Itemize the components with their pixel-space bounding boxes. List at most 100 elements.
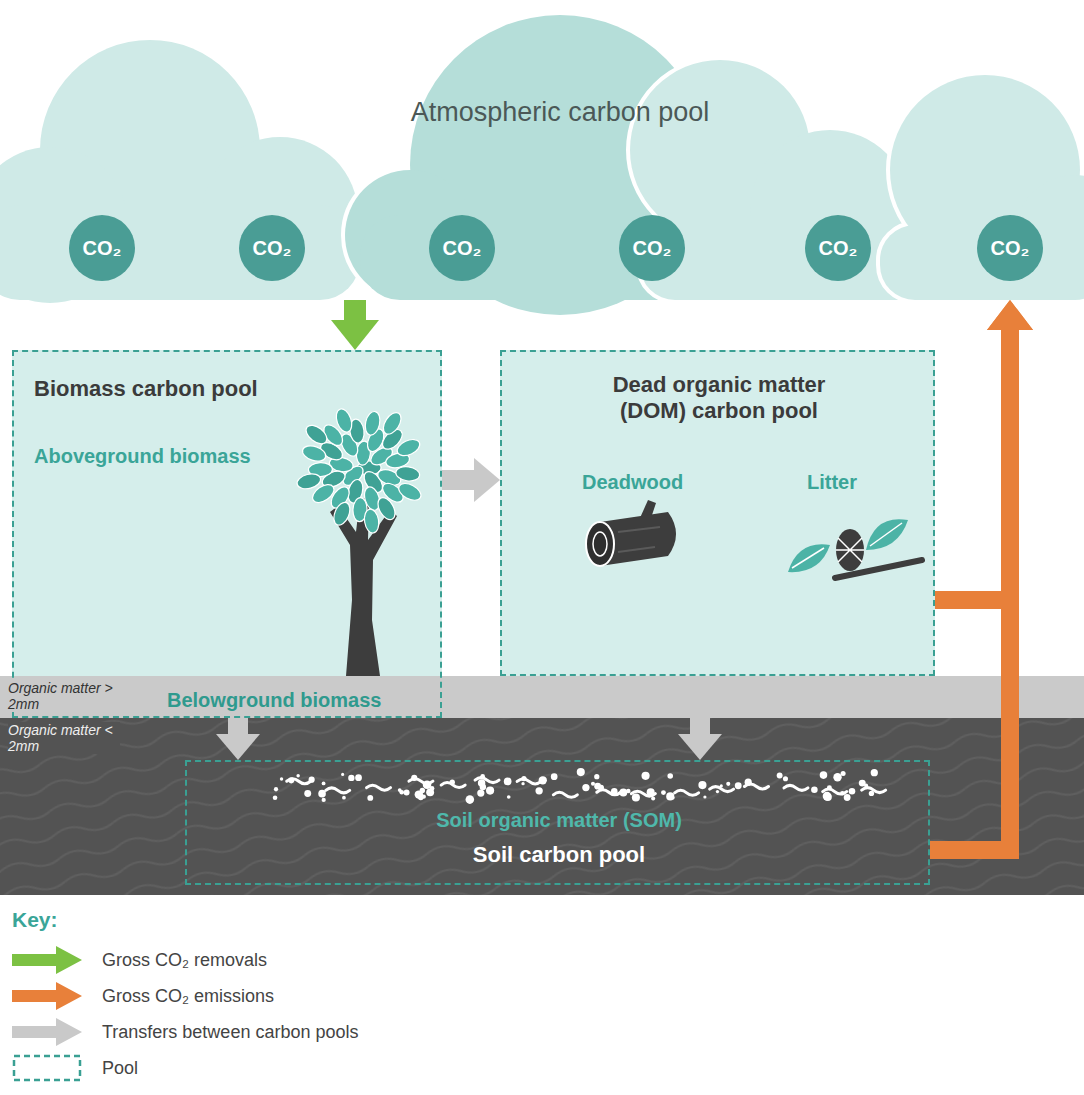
soil-particles — [726, 782, 730, 786]
soil-particles — [409, 779, 433, 784]
deadwood-log — [618, 527, 660, 552]
soil-particles — [367, 795, 373, 801]
soil-particles — [849, 788, 856, 795]
pool-title: Soil carbon pool — [359, 842, 759, 868]
soil-particles — [744, 784, 768, 789]
soil-particles — [698, 781, 706, 789]
co2-circle: CO₂ — [69, 215, 135, 281]
legend-pool-box — [14, 1056, 80, 1080]
co2-label: CO₂ — [443, 236, 482, 260]
soil-particles — [551, 773, 558, 780]
deadwood-log — [586, 500, 676, 566]
legend-row: Transfers between carbon pools — [12, 1016, 358, 1048]
litter-icon — [836, 529, 864, 571]
soil-ground — [0, 718, 1084, 895]
soil-particles — [273, 768, 886, 804]
soil-particles — [326, 788, 350, 793]
legend-text: Transfers between carbon pools — [102, 1022, 358, 1043]
soil-particles — [811, 787, 818, 794]
soil-particles — [632, 793, 640, 801]
soil-particles — [466, 795, 475, 804]
legend-swatch — [12, 944, 84, 976]
layer-note: Organic matter > 2mm — [8, 680, 120, 712]
carbon-pool-box: Soil organic matter (SOM)Soil carbon poo… — [185, 760, 930, 885]
tree-icon — [330, 498, 397, 676]
tree-icon — [333, 407, 354, 434]
flow-arrow — [935, 330, 1010, 600]
tree-icon — [363, 410, 382, 437]
deadwood-log — [586, 522, 614, 566]
pool-title: Biomass carbon pool — [34, 376, 258, 402]
layer-note: Organic matter < 2mm — [8, 722, 120, 754]
tree-icon — [296, 407, 424, 676]
part-label: Belowground biomass — [167, 688, 381, 712]
legend-arrow — [12, 946, 82, 974]
tree-icon — [296, 472, 323, 492]
pool-ground — [500, 350, 935, 676]
part-label: Aboveground biomass — [34, 444, 251, 468]
soil-particles — [475, 778, 499, 783]
flow-arrow — [228, 718, 248, 734]
tree-icon — [380, 410, 405, 438]
co2-circle: CO₂ — [239, 215, 305, 281]
co2-circle: CO₂ — [805, 215, 871, 281]
soil-particles — [841, 771, 846, 776]
pool-title: Atmospheric carbon pool — [330, 96, 790, 128]
soil-particles — [661, 790, 666, 795]
soil-particles — [783, 776, 788, 781]
soil-ground — [0, 718, 1084, 895]
tree-icon — [331, 500, 353, 528]
soil-particles — [553, 792, 577, 797]
legend-arrow — [12, 982, 82, 1010]
soil-particles — [597, 790, 621, 795]
cloud-shape — [0, 40, 360, 303]
soil-particles — [355, 774, 362, 781]
soil-particles — [280, 777, 283, 780]
tree-icon — [301, 443, 328, 464]
litter-icon — [836, 538, 864, 562]
soil-particles — [273, 795, 278, 800]
soil-particles — [716, 790, 719, 793]
soil-particles — [735, 782, 742, 789]
soil-particles — [833, 773, 841, 781]
flow-arrow — [690, 676, 710, 734]
soil-particles — [517, 779, 541, 784]
soil-particles — [820, 771, 828, 779]
soil-particles — [784, 785, 808, 790]
soil-particles — [675, 790, 699, 795]
cloud-shape — [0, 15, 1084, 315]
litter-icon — [870, 523, 902, 546]
co2-label: CO₂ — [633, 236, 672, 260]
flow-arrow — [344, 300, 366, 320]
co2-label: CO₂ — [991, 236, 1030, 260]
legend-row: Pool — [12, 1052, 138, 1084]
pool-ground — [12, 350, 442, 676]
flow-arrow — [930, 330, 1010, 850]
soil-particles — [342, 796, 346, 800]
legend-text: Gross CO₂ emissions — [102, 986, 274, 1007]
legend-swatch — [12, 1016, 84, 1048]
litter-layer-band — [0, 676, 1084, 718]
litter-icon — [788, 519, 922, 578]
legend-text: Pool — [102, 1058, 138, 1079]
soil-particles — [348, 775, 354, 781]
legend-swatch — [12, 1052, 84, 1084]
pool-ground — [12, 350, 935, 676]
soil-particles — [426, 788, 434, 796]
soil-particles — [710, 787, 734, 792]
soil-particles — [441, 783, 465, 788]
soil-particles — [641, 772, 649, 780]
legend-arrow — [12, 1018, 82, 1046]
key-heading: Key: — [12, 908, 58, 932]
soil-particles — [322, 781, 326, 785]
litter-icon — [788, 544, 830, 572]
tree-icon — [395, 436, 423, 459]
soil-particles — [844, 794, 851, 801]
tree-icon — [296, 407, 424, 534]
soil-particles — [626, 789, 630, 793]
soil-particles — [582, 784, 589, 791]
part-label: Litter — [807, 470, 857, 494]
deadwood-log — [593, 532, 607, 556]
